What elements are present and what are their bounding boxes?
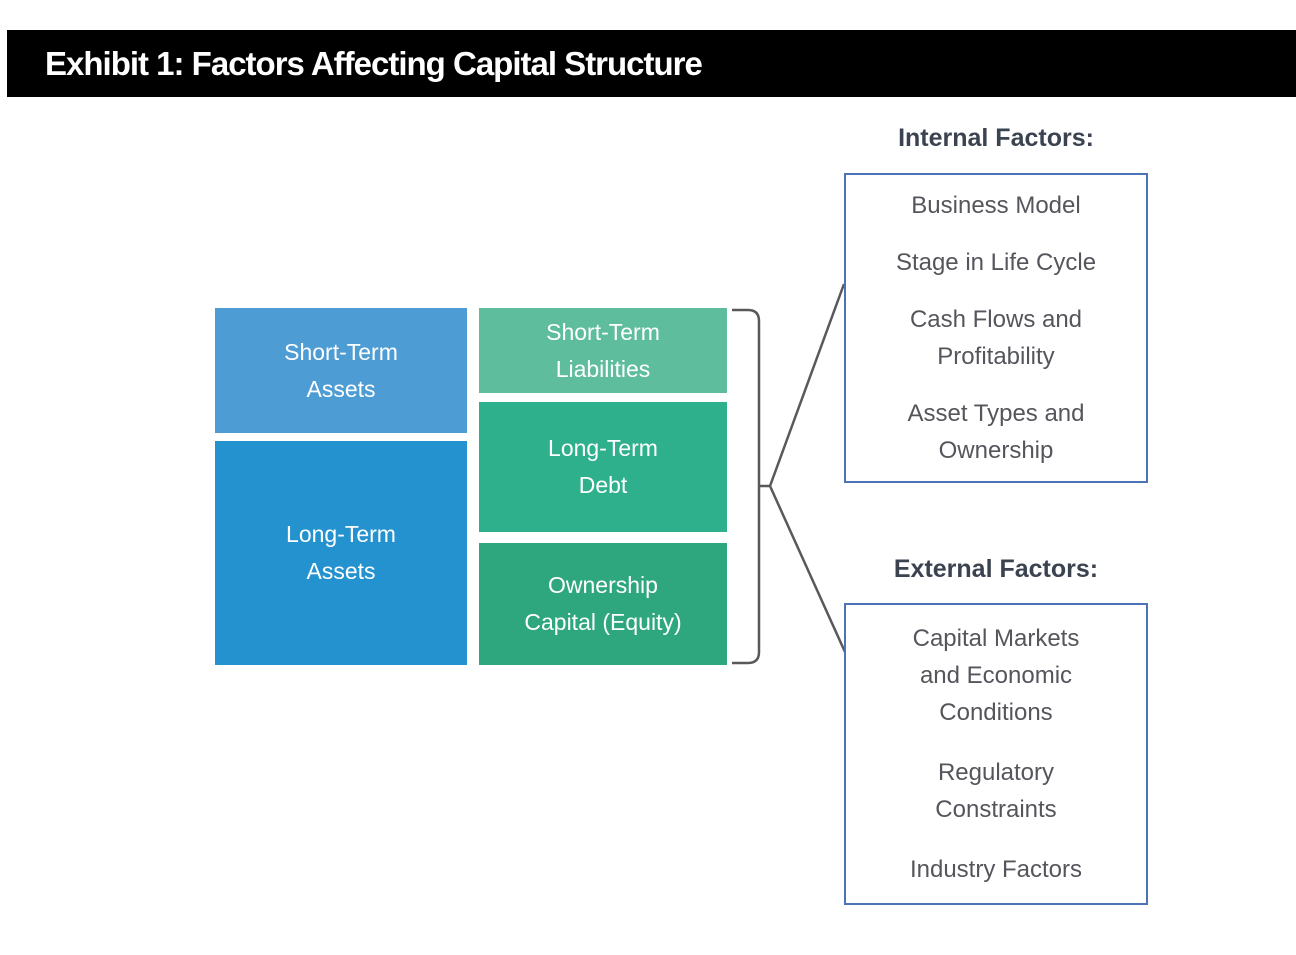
long-term-debt-box: Long-Term Debt (479, 402, 727, 532)
factor-item-industry-factors: Industry Factors (909, 856, 1083, 883)
factor-item-cash-flows-profitability: Cash Flows and Profitability (909, 306, 1083, 370)
short-term-liabilities-box: Short-Term Liabilities (479, 308, 727, 393)
ownership-capital-box: Ownership Capital (Equity) (479, 543, 727, 665)
exhibit-header: Exhibit 1: Factors Affecting Capital Str… (7, 30, 1296, 97)
internal-factors-heading: Internal Factors: (898, 124, 1094, 152)
factor-item-asset-types-ownership: Asset Types and Ownership (907, 400, 1085, 464)
short-term-assets-box: Short-Term Assets (215, 308, 467, 433)
factor-item-capital-markets-economic-conditions: Capital Markets and Economic Conditions (912, 625, 1080, 726)
exhibit-title: Exhibit 1: Factors Affecting Capital Str… (45, 44, 703, 82)
factor-item-business-model: Business Model (911, 192, 1081, 219)
brace-bracket-shape (732, 308, 761, 665)
external-factors-heading: External Factors: (893, 555, 1099, 583)
external-factors-box: Capital Markets and Economic Conditions … (844, 603, 1148, 905)
factor-item-regulatory-constraints: Regulatory Constraints (935, 759, 1057, 823)
long-term-assets-box: Long-Term Assets (215, 441, 467, 665)
connector-lines (759, 283, 847, 653)
factor-item-stage-in-life-cycle: Stage in Life Cycle (895, 249, 1097, 276)
internal-factors-box: Business Model Stage in Life Cycle Cash … (844, 173, 1148, 483)
